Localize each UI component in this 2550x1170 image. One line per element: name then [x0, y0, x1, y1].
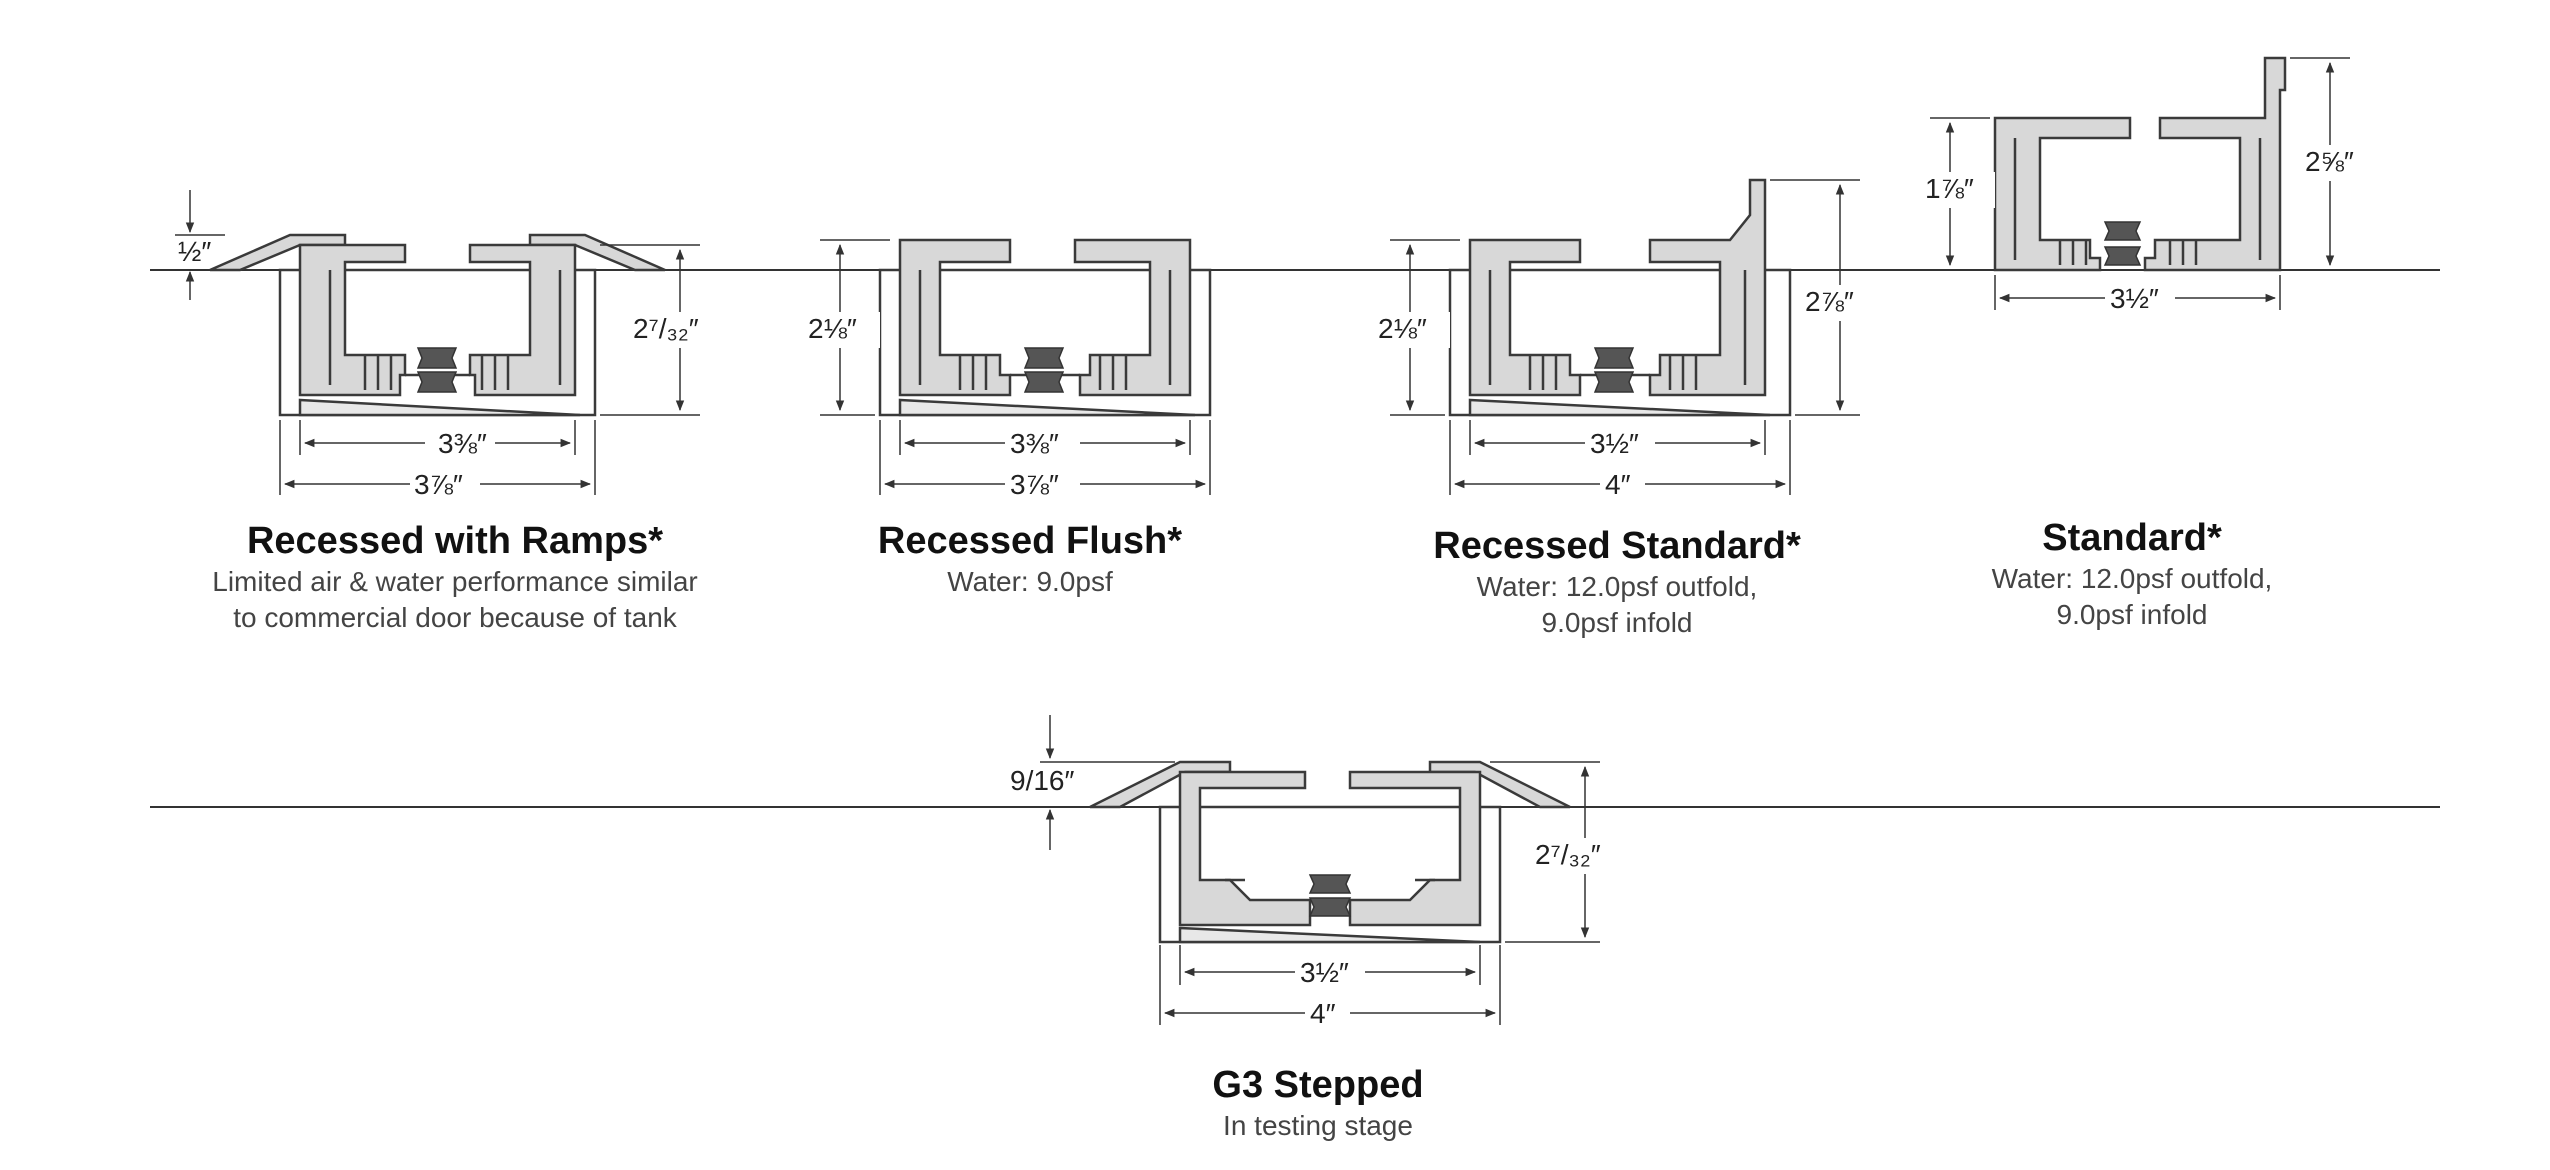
caption-note: Limited air & water performance similar	[212, 566, 698, 597]
caption-title: Standard*	[2042, 517, 2222, 559]
caption-recessed-flush: Recessed Flush* Water: 9.0psf	[878, 518, 1182, 600]
dim-left-height: 2⅛″	[1378, 313, 1427, 344]
dim-ramp-height: 9/16″	[1010, 765, 1074, 796]
dim-outer-width: 4″	[1310, 998, 1336, 1029]
dim-height: 2⁷/₃₂″	[1535, 839, 1601, 870]
dims-recessed-standard	[1390, 179, 1860, 495]
caption-note: Water: 12.0psf outfold,	[1476, 571, 1758, 602]
dim-outer-width: 4″	[1605, 469, 1631, 500]
dim-outer-width: 3⅞″	[414, 469, 463, 500]
caption-note: Water: 12.0psf outfold,	[1991, 563, 2273, 594]
profile-recessed-flush	[878, 238, 1212, 417]
caption-note: to commercial door because of tank	[233, 602, 677, 633]
caption-note: 9.0psf infold	[2056, 599, 2208, 630]
dim-inner-width: 3⅜″	[1010, 428, 1059, 459]
profile-standard	[1993, 56, 2287, 272]
caption-title: G3 Stepped	[1212, 1064, 1424, 1106]
dim-right-height: 2⅝″	[2305, 146, 2354, 177]
dim-ramp-height: ½″	[178, 236, 211, 267]
caption-g3-stepped: G3 Stepped In testing stage	[1212, 1062, 1423, 1144]
dim-inner-width: 3½″	[1300, 957, 1349, 988]
caption-note: Water: 9.0psf	[947, 566, 1113, 597]
caption-title: Recessed with Ramps*	[246, 520, 664, 562]
dims-recessed-flush	[820, 239, 1211, 495]
profile-g3-stepped	[1089, 760, 1571, 944]
dim-outer-width: 3⅞″	[1010, 469, 1059, 500]
dim-width: 3½″	[2110, 283, 2159, 314]
dim-height: 2⁷/₃₂″	[633, 313, 699, 344]
dim-right-height: 2⅞″	[1805, 286, 1854, 317]
caption-recessed-with-ramps: Recessed with Ramps* Limited air & water…	[212, 518, 698, 636]
caption-note: 9.0psf infold	[1541, 607, 1693, 638]
profile-recessed-with-ramps	[209, 233, 666, 417]
caption-standard: Standard* Water: 12.0psf outfold, 9.0psf…	[1992, 515, 2273, 633]
dim-left-height: 1⅞″	[1925, 173, 1974, 204]
profile-recessed-standard	[1448, 178, 1792, 417]
caption-recessed-standard: Recessed Standard* Water: 12.0psf outfol…	[1433, 523, 1801, 641]
caption-title: Recessed Standard*	[1433, 525, 1801, 567]
dim-inner-width: 3½″	[1590, 428, 1639, 459]
caption-note: In testing stage	[1223, 1110, 1413, 1141]
caption-title: Recessed Flush*	[877, 520, 1183, 562]
dim-inner-width: 3⅜″	[438, 428, 487, 459]
dims-g3-stepped	[1040, 715, 1600, 1025]
dim-height: 2⅛″	[808, 313, 857, 344]
